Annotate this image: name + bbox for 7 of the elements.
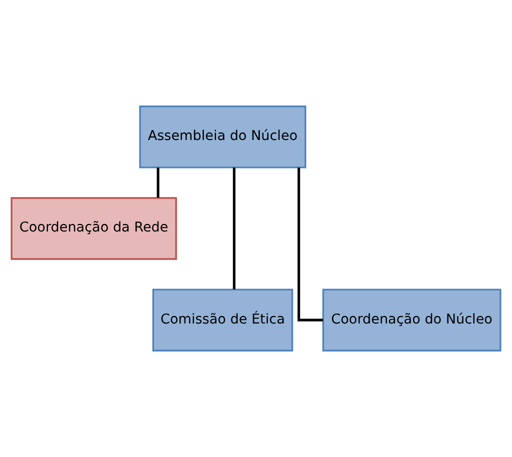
node-box: Coordenação da Rede (10, 197, 177, 260)
node-box: Comissão de Ética (152, 288, 294, 352)
node-box: Assembleia do Núcleo (139, 106, 306, 168)
connector (156, 168, 160, 198)
connector (298, 168, 324, 322)
node-box: Coordenação do Núcleo (322, 288, 502, 352)
connector (232, 168, 236, 290)
